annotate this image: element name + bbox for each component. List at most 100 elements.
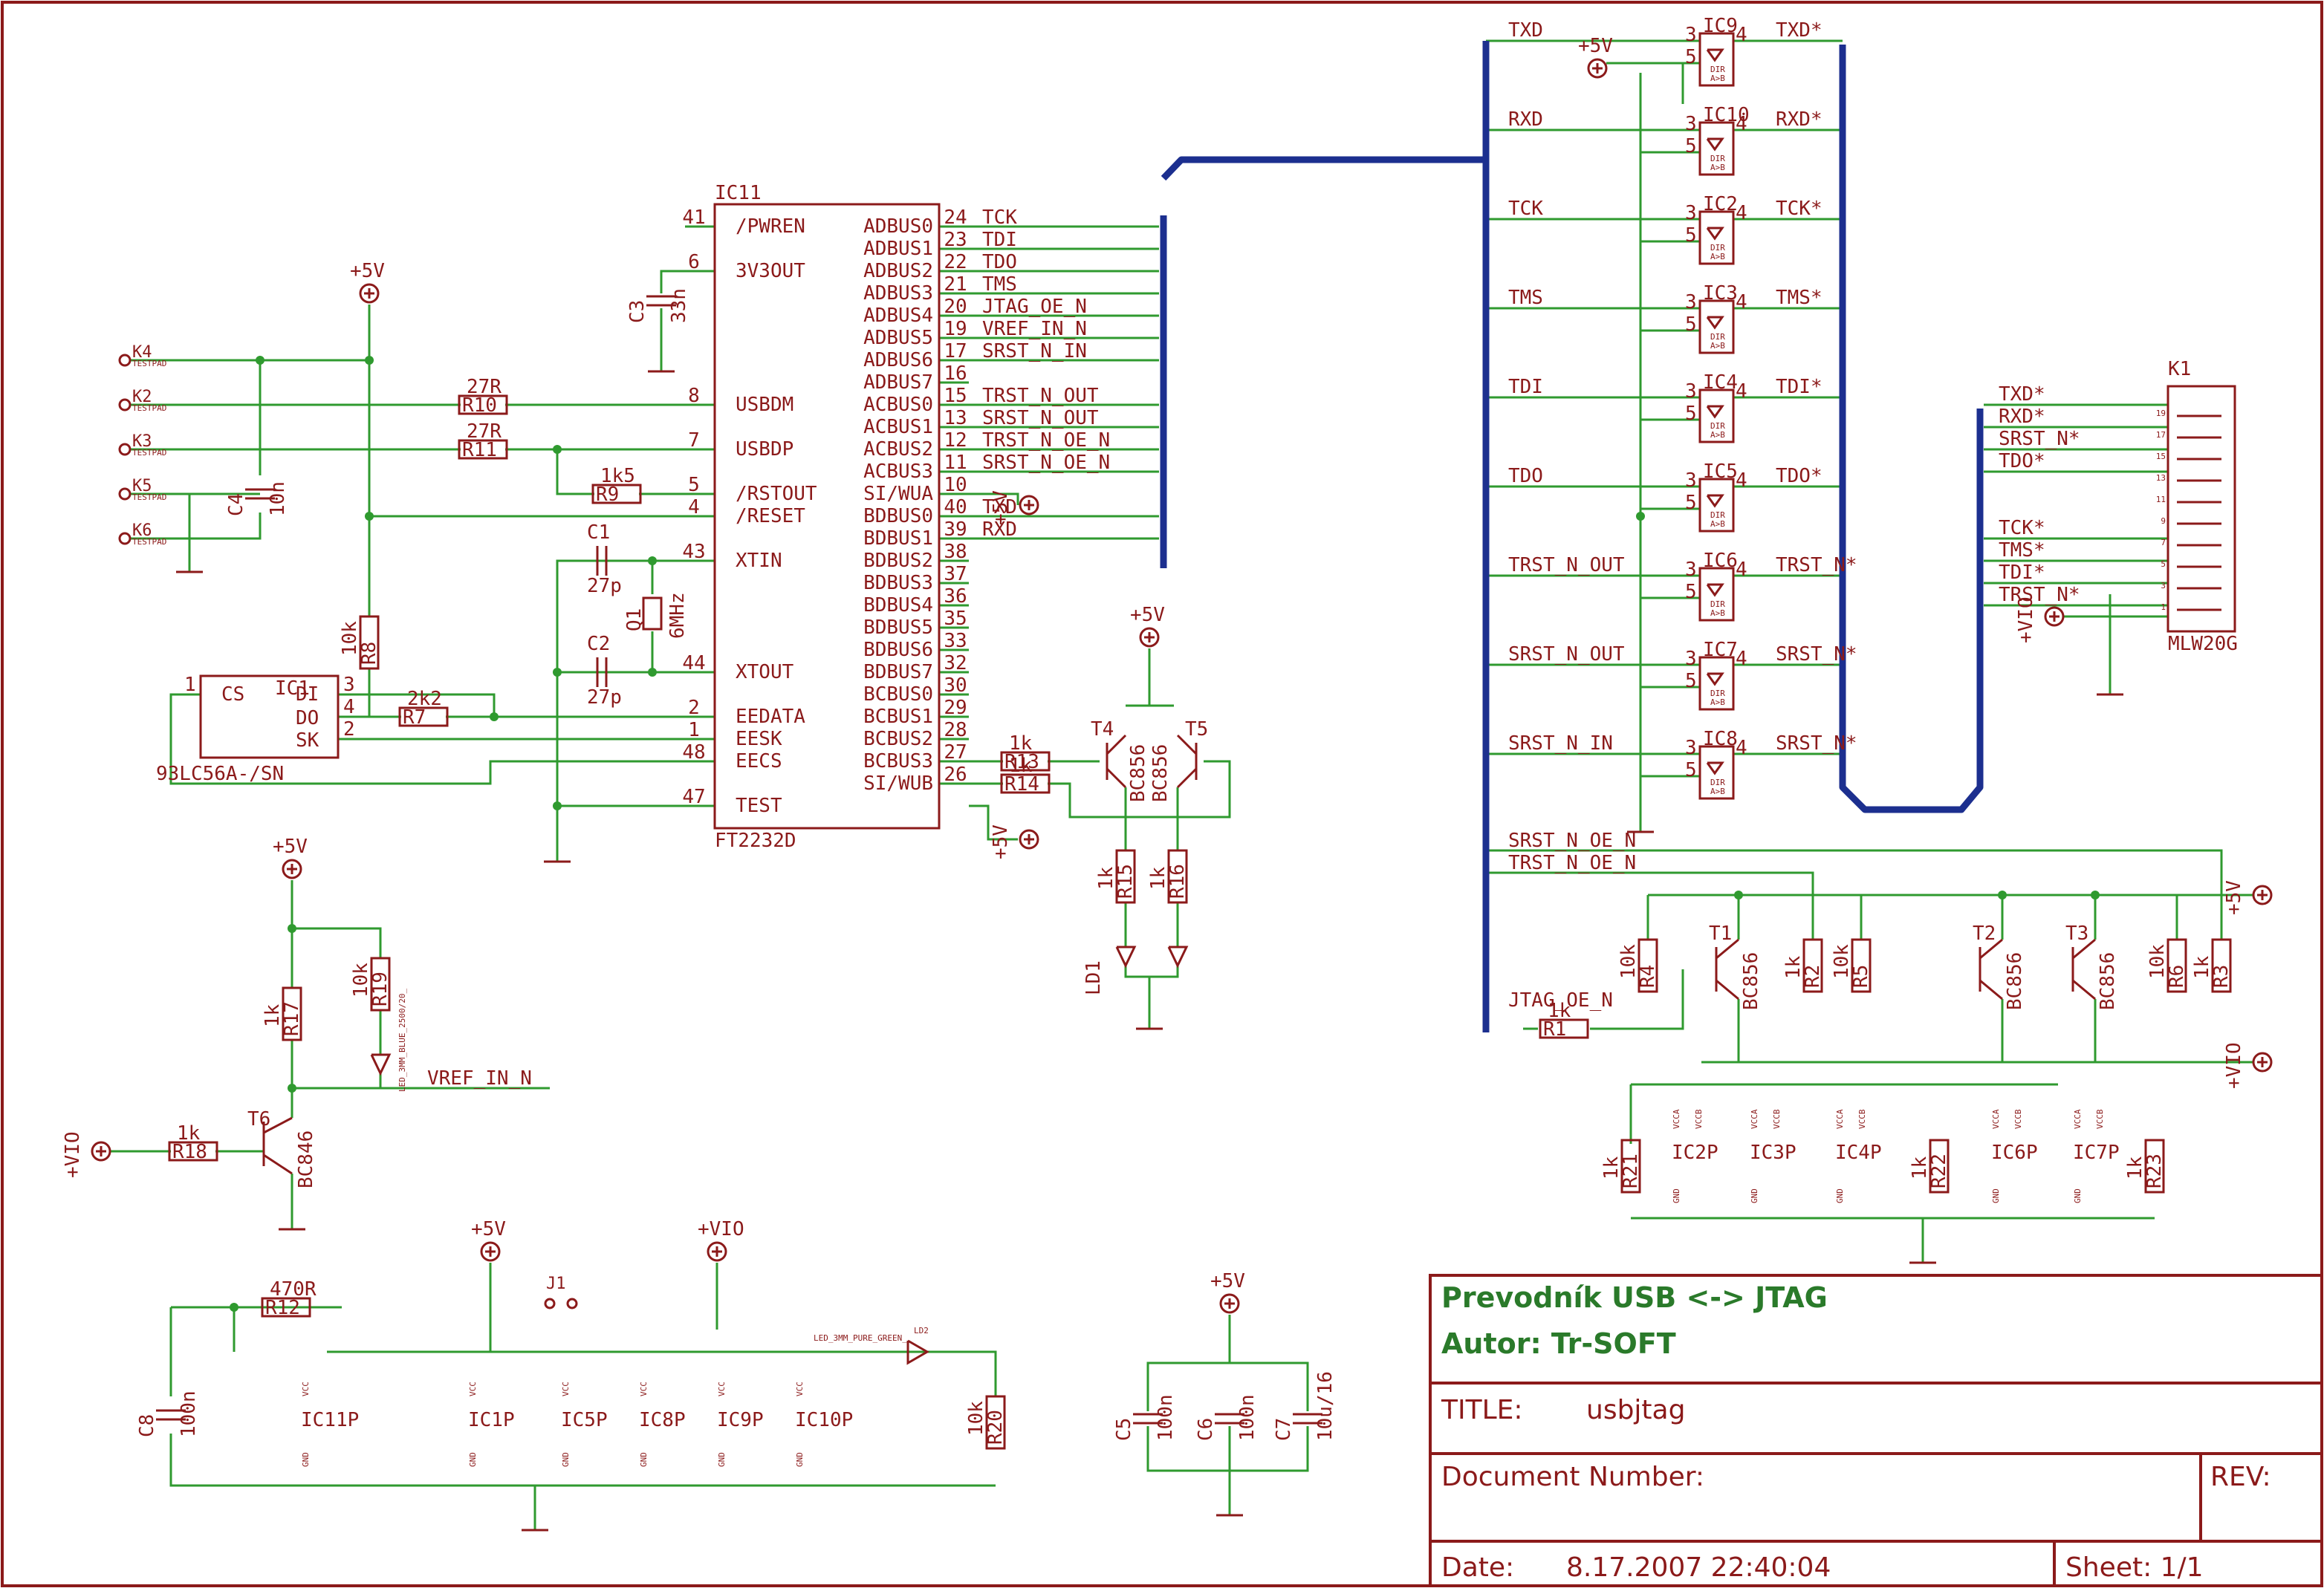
title-label: TITLE: <box>1441 1395 1523 1425</box>
buffer-dir: DIR <box>1710 689 1725 698</box>
testpad-label: TESTPAD <box>132 492 166 502</box>
ic11-pin-num: 1 <box>688 719 700 741</box>
ic1-pin-di: DI <box>296 683 319 706</box>
transistor-T2-name: T2 <box>1973 923 1996 945</box>
wire-ld2 <box>927 1350 997 1396</box>
resistor-R1-name: R1 <box>1543 1018 1566 1041</box>
buffer-triangle <box>1706 494 1724 508</box>
pin-vcc: VCC <box>795 1382 805 1396</box>
ic11-rpin-label: BDBUS4 <box>863 594 933 616</box>
resistor-R18-name: R18 <box>172 1141 207 1163</box>
ic11-rpin-num: 36 <box>944 585 967 608</box>
connector-pin: 17 <box>2156 430 2166 440</box>
resistor-R8 <box>359 615 380 670</box>
cap-C5-value: 100n <box>1155 1394 1177 1441</box>
buffer-dir: DIR <box>1710 332 1725 342</box>
buffer-dir: DIR <box>1710 778 1725 787</box>
power-bblk-label: +5V <box>471 1218 506 1240</box>
date-value: 8.17.2007 22:40:04 <box>1566 1552 1831 1583</box>
connector-pin: 19 <box>2156 409 2166 418</box>
resistor-R22 <box>1929 1139 1950 1194</box>
pin-gnd: GND <box>1750 1188 1759 1203</box>
resistor-R8-name: R8 <box>358 642 380 665</box>
buffer-ab: A>B <box>1710 252 1725 261</box>
k1-label-TRST_N*: TRST_N* <box>1999 584 2080 606</box>
power-bblk-vio <box>707 1241 727 1262</box>
transistor-T2 <box>1979 938 2003 960</box>
transistor-t4 <box>1106 767 1127 789</box>
transistor-T2-part: BC856 <box>2004 952 2026 1010</box>
ic11-rpin-label: ADBUS0 <box>863 215 933 238</box>
resistor-R13 <box>1000 751 1051 772</box>
buffer-IC6 <box>1698 567 1735 622</box>
buffer-IC9 <box>1698 32 1735 87</box>
net-jtag-oe-label: JTAG_OE_N <box>1508 989 1613 1012</box>
resistor-R12 <box>261 1297 311 1318</box>
buffer-pin-oe: 5 <box>1685 46 1697 68</box>
buffer-pin-out: 4 <box>1736 291 1747 313</box>
transistor-T2 <box>1979 979 2003 1001</box>
bus-link <box>1161 156 1486 181</box>
k1-label-TDI*: TDI* <box>1999 562 2045 584</box>
ic11-pin-num: 41 <box>682 206 705 229</box>
wire-caps <box>1146 1315 1231 1411</box>
ic11-rpin-label: ADBUS6 <box>863 349 933 371</box>
ic11-pin-label: XTIN <box>736 550 782 572</box>
resistor-R5-value: 10k <box>1831 944 1853 979</box>
ic11-pin-label: USBDM <box>736 394 793 416</box>
ic11-rpin-num: 16 <box>944 362 967 385</box>
resistor-R22-name: R22 <box>1928 1154 1950 1188</box>
k1-label-TXD*: TXD* <box>1999 383 2045 406</box>
ic11-rpin-num: 39 <box>944 518 967 541</box>
ic11-rpin-num: 13 <box>944 407 967 429</box>
power-usb-label: +5V <box>350 260 385 282</box>
ic11-rpin-num: 23 <box>944 229 967 251</box>
resistor-R6-value: 10k <box>2146 944 2169 979</box>
pin-vcca: VCCA <box>1991 1109 2001 1129</box>
pin-vccb: VCCB <box>1694 1109 1704 1129</box>
pwr-part-IC2P: IC2P <box>1672 1142 1718 1164</box>
resistor-R11-value: 27R <box>467 420 502 443</box>
buf-out-label-IC5: TDO* <box>1776 465 1822 487</box>
ic11-pin-label: EEDATA <box>736 706 805 728</box>
ic11-rpin-label: BDBUS7 <box>863 661 933 683</box>
ic11-rpin-num: 11 <box>944 452 967 474</box>
buffer-IC3 <box>1698 299 1735 354</box>
buffer-ab: A>B <box>1710 697 1725 707</box>
resistor-R10-name: R10 <box>462 394 497 417</box>
power-caps <box>1219 1293 1240 1314</box>
junction-dot <box>230 1303 238 1312</box>
buffer-pin-oe: 5 <box>1685 135 1697 157</box>
testpad-K2-name: K2 <box>132 388 152 406</box>
buffer-pin-oe: 5 <box>1685 581 1697 603</box>
resistor-R15-name: R15 <box>1114 864 1137 899</box>
buf-in-label-IC7: SRST_N_OUT <box>1508 643 1625 666</box>
buf-in-label-IC2: TCK <box>1508 198 1543 220</box>
junction-dot <box>288 924 296 933</box>
led-ld1 <box>1167 946 1189 969</box>
connector-pin: 3 <box>2161 581 2166 590</box>
transistor-T3 <box>2072 979 2096 1001</box>
resistor-R10 <box>458 394 508 415</box>
resistor-R9-value: 1k5 <box>600 465 635 487</box>
ic11-pin-num: 5 <box>688 474 700 496</box>
power-buf-label: +5V <box>1578 35 1613 57</box>
ic1-body <box>199 674 340 759</box>
resistor-R7-name: R7 <box>403 706 426 729</box>
resistor-R4-name: R4 <box>1637 965 1659 988</box>
pin-gnd: GND <box>301 1452 311 1467</box>
pwr-part-IC10P: IC10P <box>795 1409 853 1431</box>
ic11-pin-label: USBDP <box>736 438 793 461</box>
pin-gnd: GND <box>1672 1188 1681 1203</box>
testpad-label: TESTPAD <box>132 448 166 458</box>
pin-gnd: GND <box>468 1452 478 1467</box>
connector-pin: 7 <box>2161 538 2166 547</box>
wire-c2 <box>606 631 654 674</box>
buffer-pin-in: 3 <box>1685 559 1697 581</box>
buffer-IC10-name: IC10 <box>1703 104 1750 126</box>
buffer-pin-out: 4 <box>1736 559 1747 581</box>
ic11-rpin-label: BCBUS2 <box>863 728 933 750</box>
buffer-dir: DIR <box>1710 510 1725 520</box>
power-siwua <box>1019 495 1039 515</box>
